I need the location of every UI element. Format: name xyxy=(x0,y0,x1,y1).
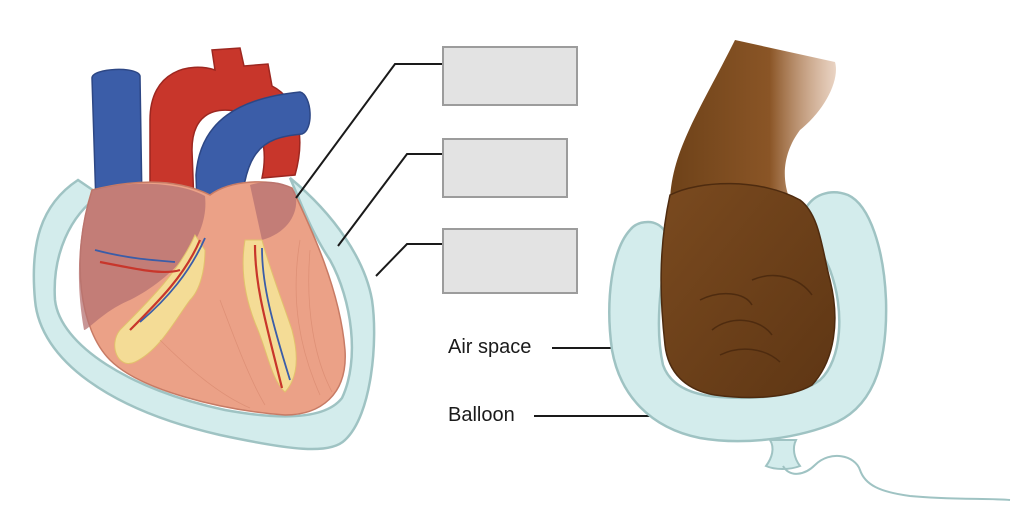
coronary-artery xyxy=(99,239,284,389)
right-atrium xyxy=(78,183,206,330)
blank-label-box-2[interactable] xyxy=(442,138,568,198)
heart-illustration xyxy=(32,47,376,451)
leader-line-2 xyxy=(337,153,442,247)
balloon-label: Balloon xyxy=(448,404,515,426)
coronary-vein xyxy=(94,237,291,381)
superior-vena-cava xyxy=(91,68,143,206)
balloon-string xyxy=(782,455,1011,501)
air-space-label: Air space xyxy=(448,336,532,358)
pericardium-sac xyxy=(32,177,376,451)
myocardium-striations xyxy=(159,239,333,409)
arm xyxy=(670,40,836,200)
leader-line-3 xyxy=(375,243,442,277)
blank-label-box-1[interactable] xyxy=(442,46,578,106)
fist xyxy=(660,182,836,399)
balloon-knot xyxy=(764,439,802,470)
leader-line-1 xyxy=(295,63,442,199)
left-atrium xyxy=(250,181,297,240)
balloon-fist-illustration xyxy=(608,40,1011,501)
leader-lines xyxy=(295,63,654,417)
fist-knuckle-lines xyxy=(699,274,813,363)
blank-label-box-3[interactable] xyxy=(442,228,578,294)
